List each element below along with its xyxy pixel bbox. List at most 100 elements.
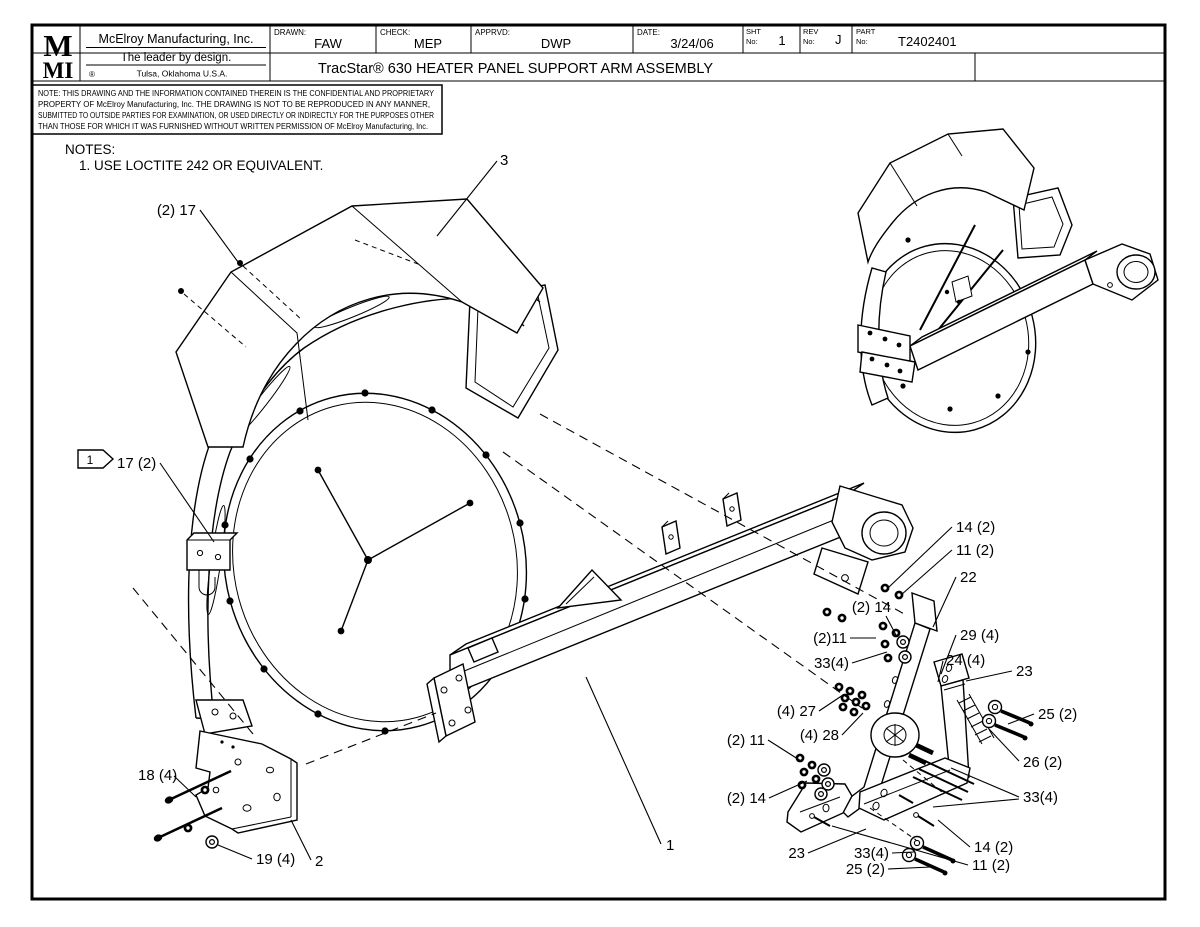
part-callout: 25 (2) [1007,706,1077,725]
part-callout: 33(4) [854,845,915,862]
svg-text:No:: No: [803,37,815,46]
clevis-pins-bottom [901,835,956,876]
part-callout: 19 (4) [217,844,295,868]
heater-shroud [175,198,544,448]
part-callout: 18 (4) [138,767,197,798]
callouts: (2) 17 3 14 (2) 11 (2) 22 (2) 14 (2)11 [77,152,1077,878]
svg-text:14 (2): 14 (2) [956,519,995,536]
svg-text:PART: PART [856,27,876,36]
exploded-view [132,198,1034,876]
svg-text:CHECK:: CHECK: [380,28,410,37]
part-callout: 29 (4) [940,627,999,675]
svg-text:1: 1 [778,33,785,48]
sheet-border [30,23,1167,901]
svg-text:(2) 17: (2) 17 [157,202,196,219]
svg-text:(2) 11: (2) 11 [727,732,765,749]
svg-text:(4) 28: (4) 28 [800,727,839,744]
part-callout: (4) 27 [777,694,844,720]
part-callout: 1 [585,676,674,854]
note-item: 1. USE LOCTITE 242 OR EQUIVALENT. [79,158,323,173]
svg-text:PROPERTY OF McElroy Manufactur: PROPERTY OF McElroy Manufacturing, Inc. … [38,100,430,109]
part-callout: 14 (2) [887,519,995,589]
svg-text:3: 3 [500,152,508,169]
field-check: CHECK: MEP [380,28,442,51]
svg-text:MI: MI [43,58,74,83]
drawing-title: TracStar® 630 HEATER PANEL SUPPORT ARM A… [318,61,713,77]
svg-text:MEP: MEP [414,36,442,51]
svg-text:SHT: SHT [746,27,761,36]
svg-text:DRAWN:: DRAWN: [274,28,306,37]
assembled-mount-bracket [857,324,916,383]
arm-clamp-housing [813,485,914,595]
heater-disc [221,389,529,735]
part-callout: 22 [932,569,977,628]
part-callout: (2) 14 [727,780,808,807]
svg-text:22: 22 [960,569,977,586]
part-callout: (2) 17 [157,202,239,263]
svg-text:(4) 27: (4) 27 [777,703,816,720]
svg-text:No:: No: [856,37,868,46]
svg-text:REV: REV [803,27,818,36]
part-callout: (2) 14 [852,599,898,638]
svg-text:(2) 14: (2) 14 [852,599,891,616]
field-drawn: DRAWN: FAW [274,28,343,51]
svg-text:23: 23 [788,845,805,862]
note-flag: 1 17 (2) [77,449,215,543]
pivot-hub [870,712,934,766]
svg-text:19 (4): 19 (4) [256,851,295,868]
part-callout: 14 (2) [937,819,1013,856]
svg-text:2: 2 [315,853,323,870]
svg-text:26 (2): 26 (2) [1023,754,1062,771]
part-callout: 11 (2) [831,825,1010,874]
field-rev-no: REV No: J [803,27,842,47]
part-callout: 26 (2) [988,728,1062,771]
company-logo: M MI [43,28,74,83]
svg-text:33(4): 33(4) [854,845,889,862]
svg-text:NOTE: THIS DRAWING AND THE INF: NOTE: THIS DRAWING AND THE INFORMATION C… [38,89,435,98]
svg-text:(2) 14: (2) 14 [727,790,766,807]
fastener-clusters [178,260,912,801]
notes-block: NOTES: 1. USE LOCTITE 242 OR EQUIVALENT. [65,142,323,173]
svg-text:11 (2): 11 (2) [956,542,994,559]
plate-bolts [153,769,232,849]
support-arm-beam [426,482,914,744]
svg-text:(2)11: (2)11 [813,630,847,647]
svg-text:THAN THOSE FOR WHICH IT WAS FU: THAN THOSE FOR WHICH IT WAS FURNISHED WI… [38,122,428,131]
svg-text:25 (2): 25 (2) [1038,706,1077,723]
notes-heading: NOTES: [65,142,115,157]
svg-text:SUBMITTED TO OUTSIDE PARTIES F: SUBMITTED TO OUTSIDE PARTIES FOR EXAMINA… [38,111,434,120]
part-callout: 3 [436,152,508,237]
part-callout: (2)11 [813,630,876,647]
part-callout: (4) 28 [800,712,864,744]
svg-text:33(4): 33(4) [814,655,849,672]
part-callout: 24 (4) [937,652,985,683]
svg-text:T2402401: T2402401 [898,34,957,49]
svg-text:18 (4): 18 (4) [138,767,177,784]
field-sheet-no: SHT No: 1 [746,27,786,48]
svg-text:DWP: DWP [541,36,571,51]
svg-text:24 (4): 24 (4) [946,652,985,669]
svg-text:M: M [43,28,72,63]
svg-text:23: 23 [1016,663,1033,680]
svg-text:FAW: FAW [314,36,342,51]
company-location: Tulsa, Oklahoma U.S.A. [137,69,228,79]
svg-text:33(4): 33(4) [1023,789,1058,806]
svg-text:No:: No: [746,37,758,46]
part-callout: 2 [290,819,323,870]
field-part-no: PART No: T2402401 [856,27,957,49]
part-callout: 33(4) [814,651,888,672]
svg-text:29 (4): 29 (4) [960,627,999,644]
field-date: DATE: 3/24/06 [637,28,714,51]
company-tagline: The leader by design. [121,52,232,64]
mount-plate [153,730,298,849]
note-flag-number: 1 [87,453,94,467]
note-flag-label: 17 (2) [117,455,156,472]
svg-text:1: 1 [666,837,674,854]
svg-text:25 (2): 25 (2) [846,861,885,878]
part-callout: (2) 11 [727,732,802,762]
svg-text:APPRVD:: APPRVD: [475,28,510,37]
registered-mark-icon: ® [89,70,95,79]
hook-bracket [186,532,239,596]
svg-text:11 (2): 11 (2) [972,857,1010,874]
